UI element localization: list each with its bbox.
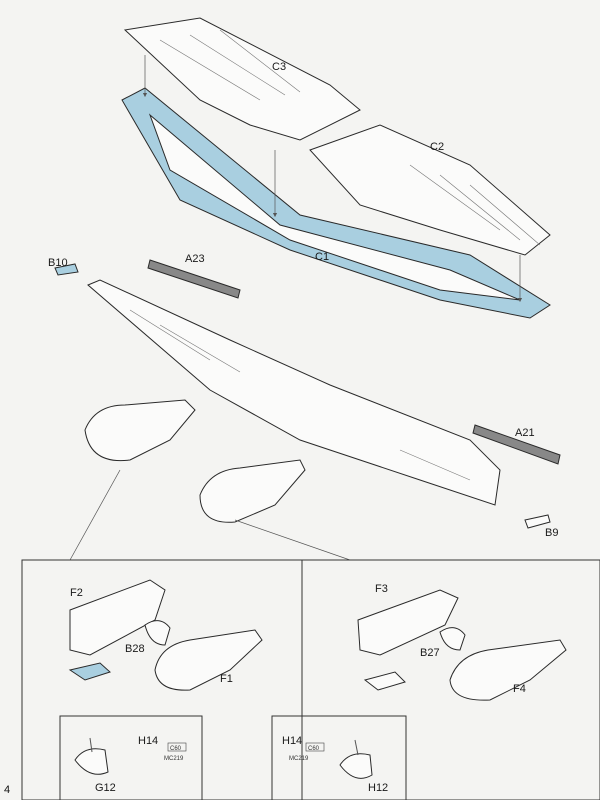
callout-b10: B10: [48, 257, 68, 269]
part-b10: [54, 263, 79, 276]
part-cowl-left: [68, 662, 111, 681]
right-detail-parts: [339, 589, 567, 779]
slat-a21: [472, 424, 561, 465]
part-f2: [69, 579, 166, 656]
detail-panel-frame: [21, 559, 600, 800]
paint-code-left-c: C60: [170, 746, 182, 752]
paint-code-right-c: C60: [308, 746, 320, 752]
part-g12-detail: [74, 748, 109, 775]
upper-wing-assembly: [121, 17, 551, 319]
callout-h14-left: H14: [138, 735, 158, 747]
callout-f3: F3: [375, 583, 388, 595]
part-f4: [449, 639, 567, 701]
part-f3: [357, 589, 459, 656]
part-f1: [154, 629, 263, 691]
part-h12-detail: [339, 753, 373, 779]
lower-wing-c1-inner: [148, 113, 521, 301]
page-number: 4: [4, 784, 11, 796]
detail-box-right: [301, 559, 600, 800]
lower-wing-assembly: [54, 259, 561, 561]
callout-f4: F4: [513, 683, 526, 695]
part-b9: [524, 514, 551, 529]
part-b27: [439, 627, 466, 651]
callout-a21: A21: [515, 427, 535, 439]
slat-a23: [147, 259, 241, 299]
callout-b27: B27: [420, 647, 440, 659]
callout-c3: C3: [272, 61, 286, 73]
callout-h14-right: H14: [282, 735, 302, 747]
wing-with-nacelles: [87, 279, 501, 506]
paint-code-boxes: [167, 742, 325, 752]
subdetail-box-left: [59, 715, 203, 800]
callout-h12: H12: [368, 782, 388, 794]
callout-b9: B9: [545, 527, 558, 539]
left-upper-wing-c3: [123, 17, 361, 141]
paint-code-right-mc: MC219: [289, 756, 309, 762]
subdetail-box-right: [271, 715, 407, 800]
left-detail-parts: [68, 579, 263, 775]
callout-c2: C2: [430, 141, 444, 153]
lower-wing-c1: [121, 87, 551, 319]
callout-b28: B28: [125, 643, 145, 655]
callout-f2: F2: [70, 587, 83, 599]
part-cowl-right: [363, 671, 406, 691]
paint-code-left-mc: MC219: [164, 756, 184, 762]
callout-f1: F1: [220, 673, 233, 685]
callout-c1: C1: [315, 251, 329, 263]
right-nacelle: [199, 459, 306, 523]
left-nacelle: [84, 399, 196, 462]
part-b28: [144, 620, 171, 646]
callout-g12: G12: [95, 782, 116, 794]
callout-a23: A23: [185, 253, 205, 265]
